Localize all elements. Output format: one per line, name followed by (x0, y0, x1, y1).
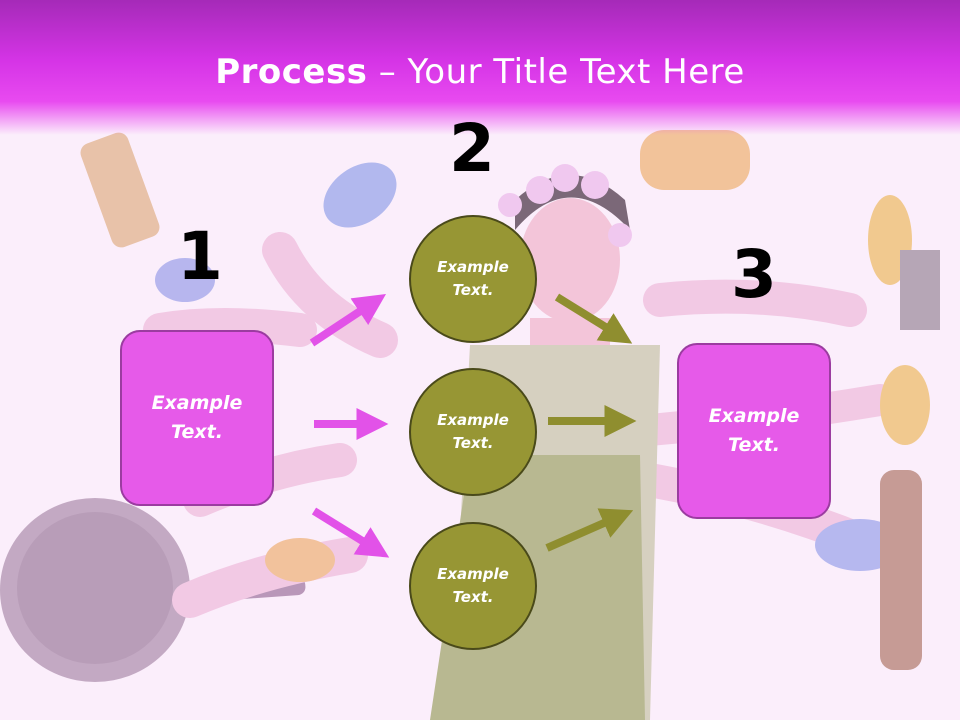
middle-circle[interactable]: Example Text. (409, 368, 537, 496)
arrow-from-bottom-circle (545, 508, 634, 552)
title-rest: – Your Title Text Here (367, 52, 745, 92)
bottom-circle-label: Example Text. (437, 565, 509, 606)
right-box[interactable]: Example Text. (677, 343, 831, 519)
arrow-to-top-circle (309, 294, 387, 347)
top-circle[interactable]: Example Text. (409, 215, 537, 343)
middle-circle-label: Example Text. (437, 411, 509, 452)
step-number-3: 3 (731, 236, 777, 313)
step-number-2: 2 (449, 110, 495, 187)
top-circle-label: Example Text. (437, 258, 509, 299)
bottom-circle[interactable]: Example Text. (409, 522, 537, 650)
title-bar (0, 0, 960, 135)
left-box[interactable]: Example Text. (120, 330, 274, 506)
slide-title: Process – Your Title Text Here (0, 52, 960, 92)
left-box-label: Example Text. (151, 392, 243, 443)
arrow-from-top-circle (554, 293, 633, 344)
right-box-label: Example Text. (708, 405, 800, 456)
title-bold: Process (215, 52, 368, 92)
arrow-to-bottom-circle (311, 507, 390, 558)
step-number-1: 1 (177, 218, 223, 295)
